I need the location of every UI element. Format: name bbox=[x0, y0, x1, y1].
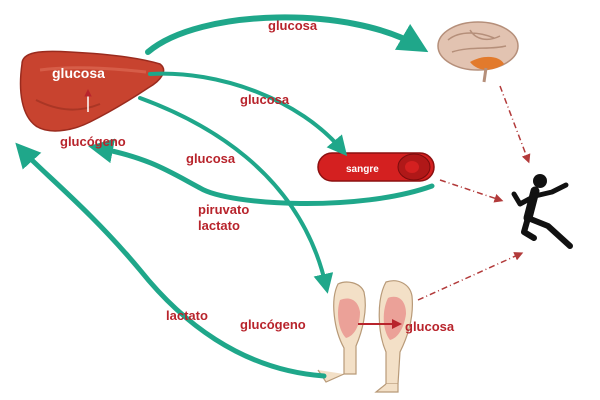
teal-arrows bbox=[15, 14, 435, 379]
dashed-blood-to-runner bbox=[439, 179, 504, 203]
dashed-brain-to-runner bbox=[499, 85, 531, 164]
dashed-arrows bbox=[417, 85, 531, 301]
label-lactato-muscle: lactato bbox=[166, 308, 208, 323]
runner-icon bbox=[511, 174, 573, 249]
dashed-muscle-to-runner bbox=[417, 252, 524, 301]
label-muscle-glucosa: glucosa bbox=[405, 319, 455, 334]
label-sangre: sangre bbox=[346, 164, 379, 175]
label-glucosa-to-blood: glucosa bbox=[240, 92, 290, 107]
label-piruvato: piruvato bbox=[198, 202, 249, 217]
brain-illustration bbox=[437, 21, 519, 83]
label-lactato-blood: lactato bbox=[198, 218, 240, 233]
label-muscle-glucogeno: glucógeno bbox=[240, 317, 306, 332]
label-glucosa-to-muscle: glucosa bbox=[186, 151, 236, 166]
label-liver-glucogeno: glucógeno bbox=[60, 134, 126, 149]
arrow-blood-to-liver bbox=[88, 138, 435, 206]
label-liver-glucosa: glucosa bbox=[52, 65, 105, 81]
label-top-glucosa: glucosa bbox=[268, 18, 318, 33]
blood-vessel bbox=[317, 152, 435, 182]
liver-illustration bbox=[19, 50, 165, 132]
arrow-liver-to-brain bbox=[145, 14, 429, 55]
muscle-legs-illustration bbox=[317, 280, 413, 393]
arrow-muscle-to-liver bbox=[15, 142, 327, 379]
arrow-liver-to-blood bbox=[148, 71, 348, 157]
arrow-glucosa-to-muscle bbox=[138, 96, 334, 294]
